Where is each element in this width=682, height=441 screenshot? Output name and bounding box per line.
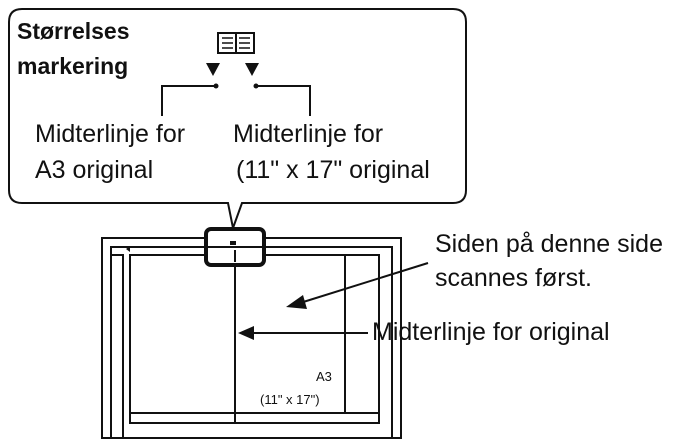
paper-size-a3: A3 xyxy=(316,369,332,384)
scan-first-label-line1: Siden på denne side xyxy=(435,230,663,258)
ledger-centerline-label-line2: (11" x 17" original xyxy=(236,156,430,184)
original-centerline-label: Midterlinje for original xyxy=(372,318,610,346)
size-marking-title-line2: markering xyxy=(17,53,129,79)
scan-first-arrow xyxy=(286,262,429,309)
left-marker-triangle xyxy=(206,63,220,76)
scan-first-label-line2: scannes først. xyxy=(435,264,592,292)
left-leader-line xyxy=(161,85,216,116)
a3-centerline-label-line2: A3 original xyxy=(35,156,154,184)
center-line-arrow xyxy=(238,326,368,340)
ledger-centerline-label-line1: Midterlinje for xyxy=(233,120,384,148)
corner-mark xyxy=(126,246,130,252)
book-icon xyxy=(217,32,255,54)
size-marking-title-line1: Størrelses xyxy=(17,18,130,44)
size-marking-highlight xyxy=(204,227,266,267)
callout-bubble xyxy=(8,8,467,232)
right-marker-triangle xyxy=(245,63,259,76)
a3-centerline-label-line1: Midterlinje for xyxy=(35,120,186,148)
paper-size-ledger: (11" x 17") xyxy=(260,392,320,407)
right-leader-line xyxy=(256,85,311,116)
